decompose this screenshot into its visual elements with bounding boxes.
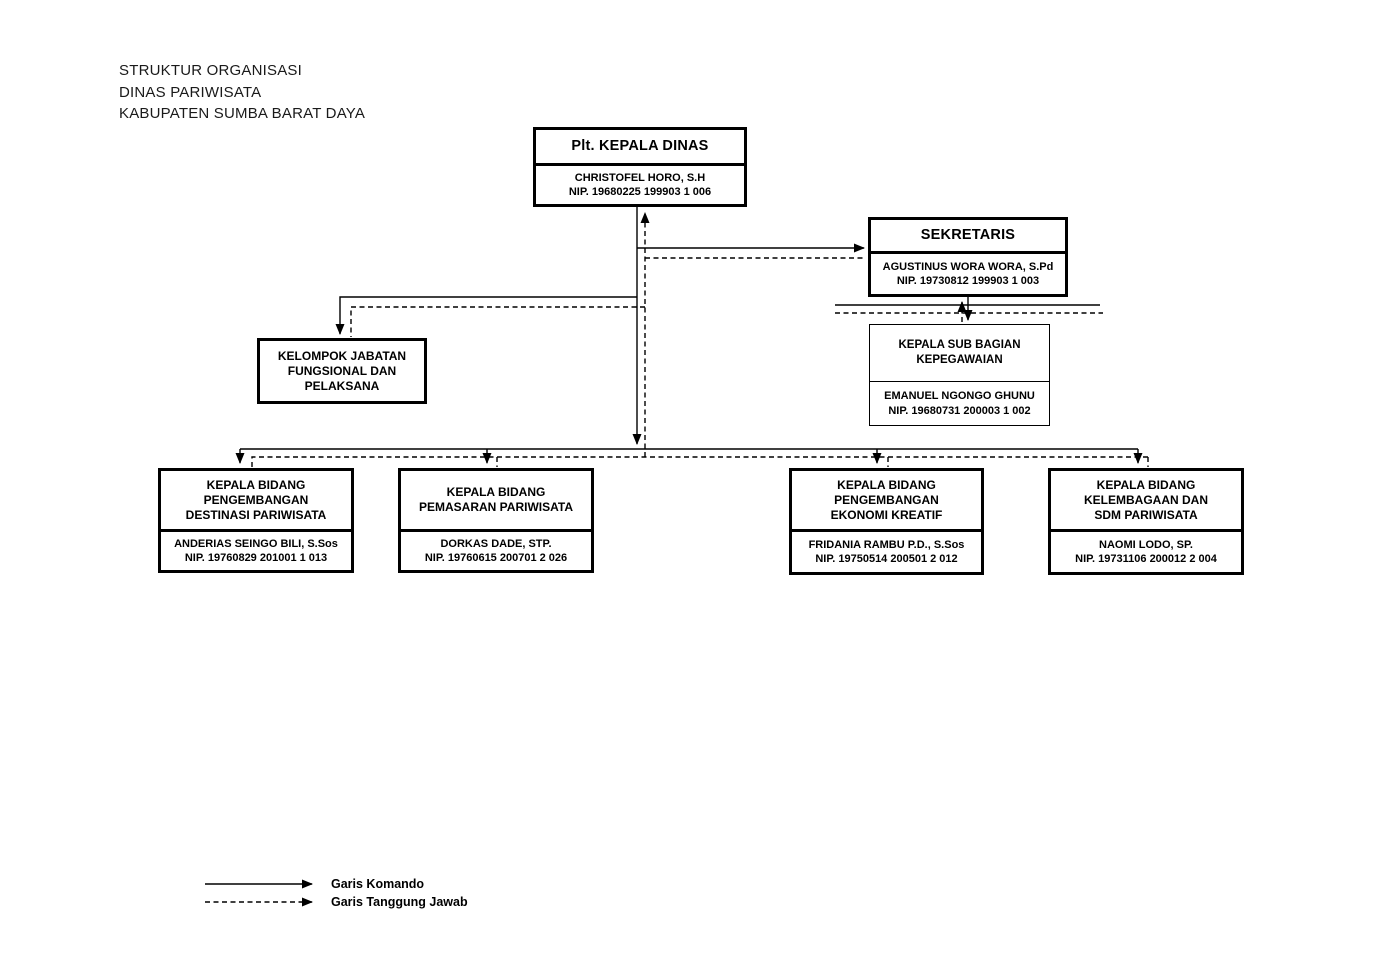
- legend-tanggung-jawab-label: Garis Tanggung Jawab: [331, 895, 468, 909]
- box-bidang-pemasaran-body: DORKAS DADE, STP. NIP. 19760615 200701 2…: [401, 532, 591, 570]
- box-kepala-dinas-nip: NIP. 19680225 199903 1 006: [568, 186, 712, 198]
- box-bidang-pemasaran: KEPALA BIDANG PEMASARAN PARIWISATA DORKA…: [398, 468, 594, 573]
- box-bidang-pemasaran-name: DORKAS DADE, STP.: [440, 537, 552, 550]
- box-bidang-ekonomi-kreatif-name: FRIDANIA RAMBU P.D., S.Sos: [808, 538, 965, 551]
- box-bidang-ekonomi-kreatif-body: FRIDANIA RAMBU P.D., S.Sos NIP. 19750514…: [792, 532, 981, 572]
- box-sub-bagian-kepegawaian: KEPALA SUB BAGIAN KEPEGAWAIAN EMANUEL NG…: [869, 324, 1050, 426]
- box-bidang-pemasaran-nip: NIP. 19760615 200701 2 026: [424, 552, 568, 564]
- command-lines: [205, 207, 1143, 889]
- box-bidang-kelembagaan-body: NAOMI LODO, SP. NIP. 19731106 200012 2 0…: [1051, 532, 1241, 572]
- box-bidang-kelembagaan-nip: NIP. 19731106 200012 2 004: [1075, 553, 1217, 565]
- box-bidang-destinasi-name: ANDERIAS SEINGO BILI, S.Sos: [174, 537, 338, 550]
- box-sub-bagian-name: EMANUEL NGONGO GHUNU: [884, 390, 1035, 402]
- box-bidang-ekonomi-kreatif-title: KEPALA BIDANG PENGEMBANGAN EKONOMI KREAT…: [792, 471, 981, 532]
- legend-komando-label: Garis Komando: [331, 877, 425, 891]
- box-bidang-kelembagaan-name: NAOMI LODO, SP.: [1099, 538, 1193, 551]
- box-bidang-kelembagaan: KEPALA BIDANG KELEMBAGAAN DAN SDM PARIWI…: [1048, 468, 1244, 575]
- box-sekretaris-nip: NIP. 19730812 199903 1 003: [896, 275, 1040, 287]
- box-bidang-ekonomi-kreatif-nip: NIP. 19750514 200501 2 012: [815, 553, 958, 565]
- box-sekretaris-body: AGUSTINUS WORA WORA, S.Pd NIP. 19730812 …: [871, 254, 1065, 294]
- box-bidang-pemasaran-title: KEPALA BIDANG PEMASARAN PARIWISATA: [401, 471, 591, 532]
- box-kepala-dinas: Plt. KEPALA DINAS CHRISTOFEL HORO, S.H N…: [533, 127, 747, 207]
- box-kelompok-jabatan-title: KELOMPOK JABATAN FUNGSIONAL DAN PELAKSAN…: [277, 348, 407, 393]
- box-bidang-kelembagaan-title: KEPALA BIDANG KELEMBAGAAN DAN SDM PARIWI…: [1051, 471, 1241, 532]
- box-bidang-ekonomi-kreatif: KEPALA BIDANG PENGEMBANGAN EKONOMI KREAT…: [789, 468, 984, 575]
- box-kepala-dinas-body: CHRISTOFEL HORO, S.H NIP. 19680225 19990…: [536, 166, 744, 204]
- box-sub-bagian-title: KEPALA SUB BAGIAN KEPEGAWAIAN: [870, 325, 1049, 382]
- box-sekretaris-title: SEKRETARIS: [871, 220, 1065, 254]
- page-title-line-2: DINAS PARIWISATA: [119, 83, 262, 101]
- box-bidang-destinasi-body: ANDERIAS SEINGO BILI, S.Sos NIP. 1976082…: [161, 532, 351, 570]
- box-kepala-dinas-name: CHRISTOFEL HORO, S.H: [574, 171, 706, 184]
- box-bidang-destinasi-nip: NIP. 19760829 201001 1 013: [184, 552, 328, 564]
- page-title: STRUKTUR ORGANISASI DINAS PARIWISATA KAB…: [119, 60, 365, 125]
- box-sekretaris-name: AGUSTINUS WORA WORA, S.Pd: [882, 260, 1054, 273]
- box-bidang-destinasi: KEPALA BIDANG PENGEMBANGAN DESTINASI PAR…: [158, 468, 354, 573]
- box-sub-bagian-nip: NIP. 19680731 200003 1 002: [888, 404, 1031, 417]
- box-bidang-destinasi-title: KEPALA BIDANG PENGEMBANGAN DESTINASI PAR…: [161, 471, 351, 532]
- page-title-line-1: STRUKTUR ORGANISASI: [119, 62, 302, 79]
- responsibility-lines: [205, 212, 1149, 907]
- box-sub-bagian-body: EMANUEL NGONGO GHUNU NIP. 19680731 20000…: [870, 382, 1049, 425]
- page-title-line-3: KABUPATEN SUMBA BARAT DAYA: [119, 105, 366, 122]
- box-sekretaris: SEKRETARIS AGUSTINUS WORA WORA, S.Pd NIP…: [868, 217, 1068, 297]
- box-kepala-dinas-title: Plt. KEPALA DINAS: [536, 130, 744, 166]
- box-kelompok-jabatan: KELOMPOK JABATAN FUNGSIONAL DAN PELAKSAN…: [257, 338, 427, 404]
